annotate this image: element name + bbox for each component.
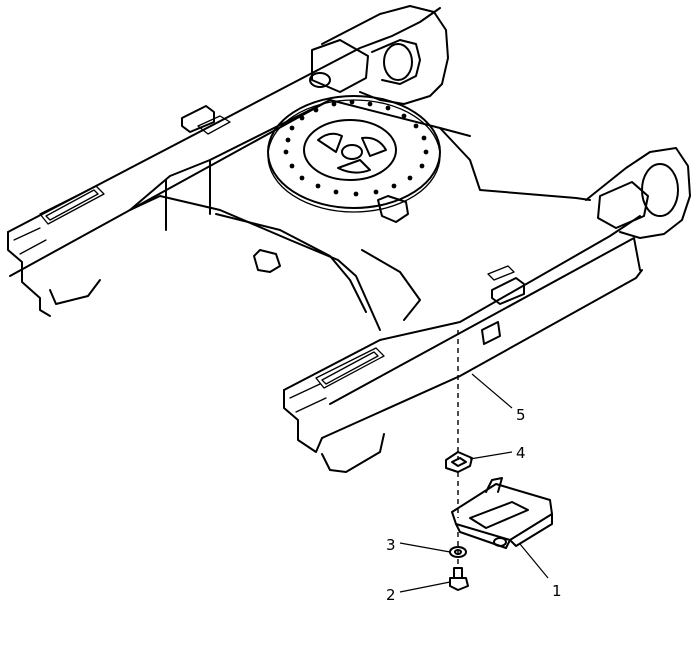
- front-yoke-bracket: [597, 181, 649, 229]
- left-rail-foot: [49, 279, 101, 305]
- leader-5: [471, 373, 513, 409]
- swing-circle-spoke-3: [337, 159, 371, 174]
- cross-member-front: [129, 195, 381, 331]
- callout-3: 3: [386, 536, 396, 554]
- callout-4: 4: [516, 444, 526, 462]
- left-rail-end: [7, 231, 51, 317]
- nut-part-4: [445, 451, 473, 473]
- right-rail-face: [329, 237, 641, 405]
- leader-4: [469, 451, 513, 460]
- rear-yoke-bore: [383, 43, 413, 81]
- right-rail-pad-hole: [487, 265, 515, 281]
- bolt-part-2: [449, 567, 469, 591]
- rear-yoke-inner: [371, 39, 421, 85]
- swing-circle-hub: [341, 144, 363, 160]
- track-frame: [7, 5, 691, 473]
- left-rail-slot: [39, 185, 105, 225]
- front-yoke-outer: [585, 147, 691, 239]
- front-yoke-bore: [641, 163, 679, 217]
- swing-circle-rim: [267, 99, 441, 213]
- left-rail-bottom: [9, 99, 331, 277]
- swing-circle-boss: [309, 72, 331, 88]
- callout-2: 2: [386, 586, 396, 604]
- callout-5: 5: [516, 406, 526, 424]
- swing-circle-spoke-2: [361, 136, 387, 157]
- left-rail-pad: [181, 105, 215, 133]
- right-rail-end: [283, 389, 323, 453]
- leader-3: [399, 542, 451, 553]
- right-rail-edge: [289, 383, 327, 413]
- right-rail-window: [481, 321, 501, 345]
- left-rail-edge: [13, 227, 47, 255]
- cross-member-arch-inner: [215, 213, 367, 313]
- leader-1: [519, 543, 549, 579]
- cross-member-arch: [165, 159, 211, 231]
- swing-circle-bolt-holes: [283, 99, 429, 197]
- left-rail-slot-inner: [45, 189, 99, 221]
- leader-2: [399, 581, 451, 593]
- left-rail-top: [7, 7, 441, 233]
- right-rail-foot: [321, 433, 385, 473]
- left-rail-pad-hole: [197, 115, 231, 135]
- right-rail-slot-inner: [321, 351, 379, 385]
- right-rail-slot: [315, 347, 385, 389]
- cross-member-side: [439, 127, 591, 201]
- right-rail-top: [283, 215, 641, 391]
- callout-1: 1: [552, 582, 562, 600]
- guard-bracket-part-1: [451, 477, 553, 549]
- swing-circle-inner: [303, 119, 397, 181]
- swing-circle-lug: [377, 195, 409, 223]
- rear-yoke-bracket: [311, 39, 369, 93]
- swing-circle-outer: [267, 95, 441, 209]
- right-rail-bottom: [321, 269, 643, 439]
- right-rail-pad: [491, 277, 525, 305]
- lower-lug: [253, 249, 281, 273]
- swing-circle-spoke-1: [317, 132, 343, 153]
- cross-member-lower: [361, 249, 421, 321]
